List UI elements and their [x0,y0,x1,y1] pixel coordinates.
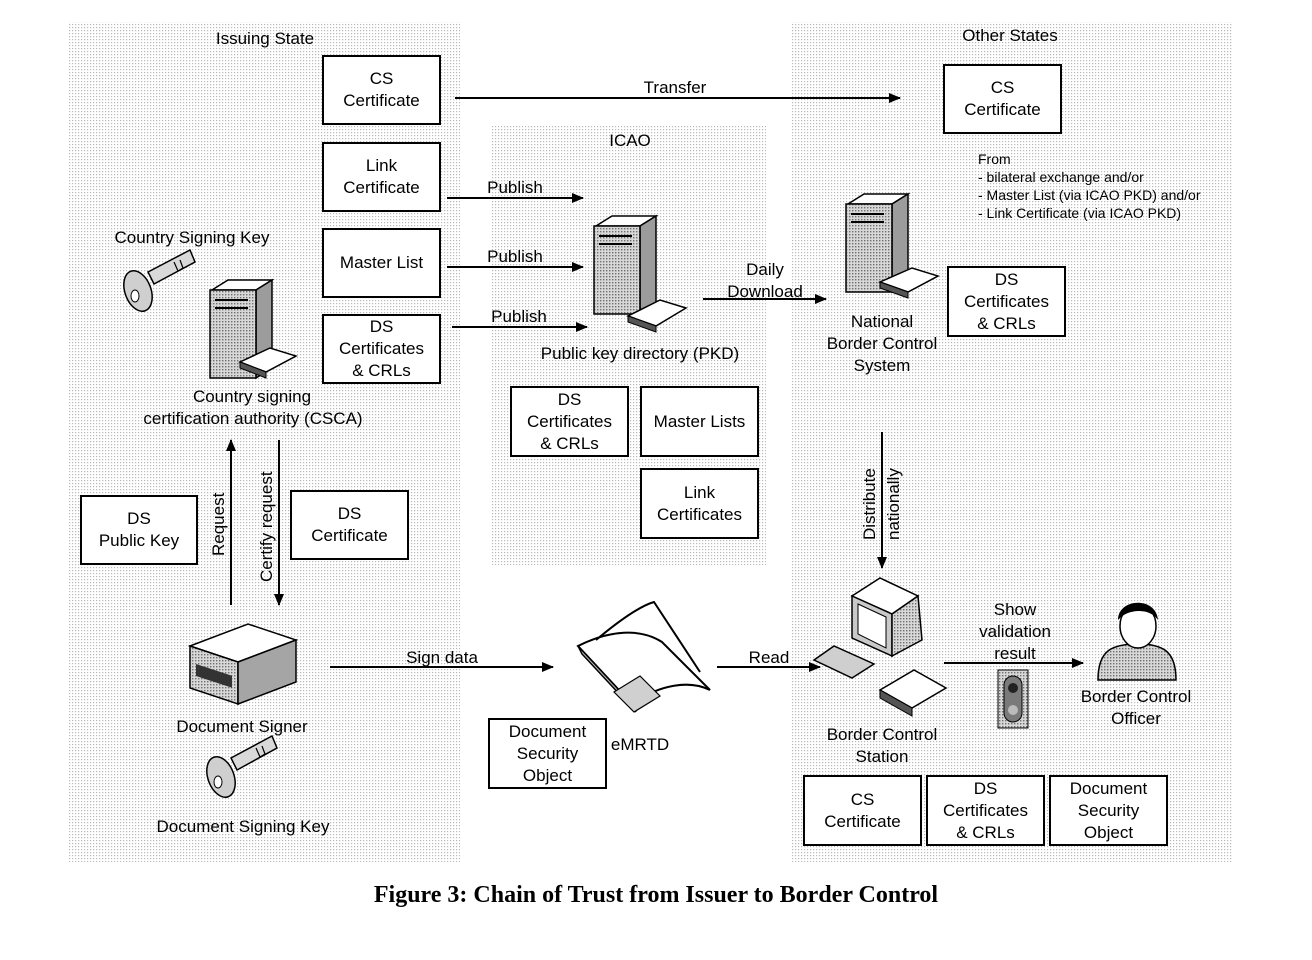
pkd-label: Public key directory (PKD) [540,344,740,363]
show-label-line2: validation [979,622,1051,641]
request-label: Request [209,492,228,556]
document-signing-key-label: Document Signing Key [156,817,330,836]
border-control-officer-icon [1097,602,1177,681]
figure-caption: Figure 3: Chain of Trust from Issuer to … [373,882,939,908]
ds-certificate-box: DS Certificate [290,490,409,560]
icao-link-certificates-box: Link Certificates [640,468,759,539]
sign-data-label: Sign data [406,648,478,667]
csca-label-line2: certification authority (CSCA) [143,409,363,428]
icao-master-lists-box: Master Lists [640,386,759,457]
csca-label-line1: Country signing [192,387,312,406]
bcs-label-line1: Border Control [826,725,938,744]
border-control-station-icon [812,577,948,717]
officer-label-line2: Officer [1111,709,1161,728]
download-label: Download [727,282,803,301]
transfer-label: Transfer [643,78,707,97]
cs-certificate-box: CS Certificate [322,55,441,125]
bottom-cs-certificate-box: CS Certificate [803,775,922,846]
country-signing-key-icon [123,248,196,312]
certify-request-label: Certify request [257,471,276,582]
country-signing-key-label: Country Signing Key [114,228,270,247]
daily-label: Daily [746,260,784,279]
link-certificate-box: Link Certificate [322,142,441,212]
publish-label-2: Publish [487,247,543,266]
bcs-label-line2: Station [855,747,909,766]
national-border-control-server-icon [845,192,940,299]
other-ds-certificates-crls-box: DS Certificates & CRLs [947,266,1066,337]
emrtd-passport-icon [576,600,711,713]
master-list-box: Master List [322,228,441,298]
show-label-line1: Show [993,600,1037,619]
document-signer-device-icon [187,623,299,706]
issuing-state-title: Issuing State [215,29,315,48]
publish-label-3: Publish [491,307,547,326]
nbcs-label-line3: System [853,356,911,375]
read-label: Read [748,648,790,667]
icao-title: ICAO [609,131,651,150]
document-signing-key-icon [206,734,278,798]
show-label-line3: result [994,644,1036,663]
csca-server-icon [209,278,298,380]
distribute-label-line2: nationally [884,468,903,540]
distribute-label-line1: Distribute [860,468,879,540]
nbcs-label-line1: National [850,312,914,331]
icao-ds-certificates-crls-box: DS Certificates & CRLs [510,386,629,457]
emrtd-label: eMRTD [610,735,670,754]
nbcs-label-line2: Border Control [826,334,938,353]
document-security-object-box: Document Security Object [488,718,607,789]
ds-certificates-crls-box: DS Certificates & CRLs [322,314,441,384]
publish-label-1: Publish [487,178,543,197]
ds-public-key-box: DS Public Key [80,495,198,565]
from-note: From - bilateral exchange and/or - Maste… [978,151,1201,221]
other-states-title: Other States [962,26,1058,45]
bottom-document-security-object-box: Document Security Object [1049,775,1168,846]
traffic-light-icon [997,669,1029,729]
document-signer-label: Document Signer [176,717,308,736]
officer-label-line1: Border Control [1080,687,1192,706]
bottom-ds-certificates-crls-box: DS Certificates & CRLs [926,775,1045,846]
other-cs-certificate-box: CS Certificate [943,64,1062,134]
pkd-server-icon [593,214,688,333]
